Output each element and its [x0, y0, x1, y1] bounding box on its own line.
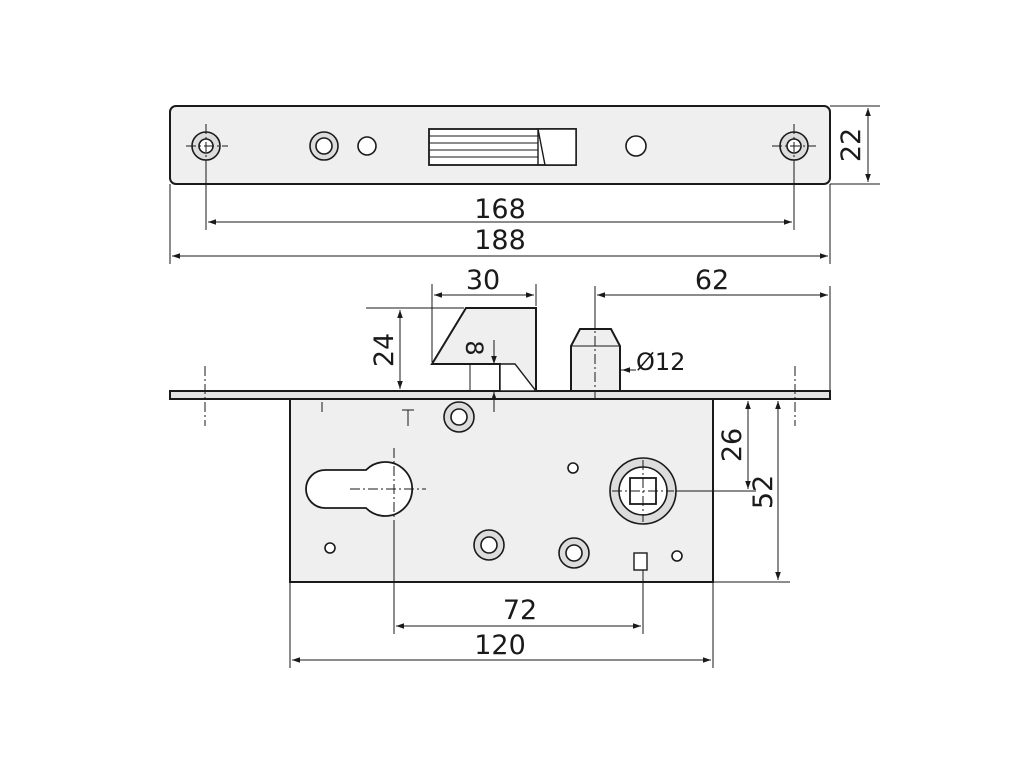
- body-hole-top: [443, 401, 475, 433]
- dimension-latch-projection: 24: [366, 307, 464, 389]
- faceplate-width-label: 22: [836, 128, 867, 162]
- body-slot: [633, 552, 648, 571]
- latch-gap-label: 8: [460, 340, 488, 355]
- latch-projection-label: 24: [369, 333, 400, 367]
- body-pin-hole-right: [671, 550, 683, 562]
- locking-bolt: [570, 318, 621, 402]
- dimension-faceplate-width: 22: [830, 105, 880, 185]
- dimension-bolt-offset: 62: [594, 265, 831, 391]
- hook-latch: [430, 307, 538, 392]
- body-height-label: 52: [748, 475, 779, 509]
- spindle-from-face-label: 26: [717, 428, 748, 462]
- dimension-body-height: 52: [713, 401, 790, 583]
- faceplate-front-view: 22 168 188: [169, 105, 880, 264]
- dimension-faceplate-length: 188: [169, 184, 831, 264]
- body-pin-hole: [567, 462, 579, 474]
- dimension-body-length: 120: [289, 582, 714, 668]
- body-pin-hole-left: [324, 542, 336, 554]
- bolt-diameter-label: Ø12: [636, 348, 685, 376]
- faceplate-screw-hole-left: [186, 124, 228, 168]
- spindle-follower: [609, 457, 677, 525]
- dimension-latch-width: 30: [431, 265, 537, 362]
- body-length-label: 120: [474, 630, 526, 661]
- cylinder-keyhole: [305, 448, 426, 528]
- latch-width-label: 30: [466, 265, 500, 296]
- bolt-offset-label: 62: [695, 265, 729, 296]
- dimension-bolt-diameter: Ø12: [620, 348, 685, 376]
- faceplate-small-hole-right: [625, 135, 647, 157]
- centre-distance-label: 72: [503, 595, 537, 626]
- lock-side-view: 8 30 24 Ø12: [169, 265, 831, 668]
- faceplate-small-hole: [357, 136, 377, 156]
- body-hole-bottom-right: [558, 537, 590, 569]
- hole-spacing-label: 168: [474, 194, 526, 225]
- body-hole-bottom-left: [473, 529, 505, 561]
- dimension-hole-spacing: 168: [205, 168, 795, 230]
- dimension-latch-gap: 8: [460, 340, 497, 412]
- dimension-spindle-from-face: 26: [676, 401, 756, 492]
- faceplate-edge: [169, 390, 831, 400]
- faceplate-length-label: 188: [474, 225, 526, 256]
- faceplate-screw-hole-right: [772, 124, 816, 168]
- faceplate-latch-opening: [428, 128, 577, 166]
- dimension-centre-distance: 72: [393, 528, 644, 634]
